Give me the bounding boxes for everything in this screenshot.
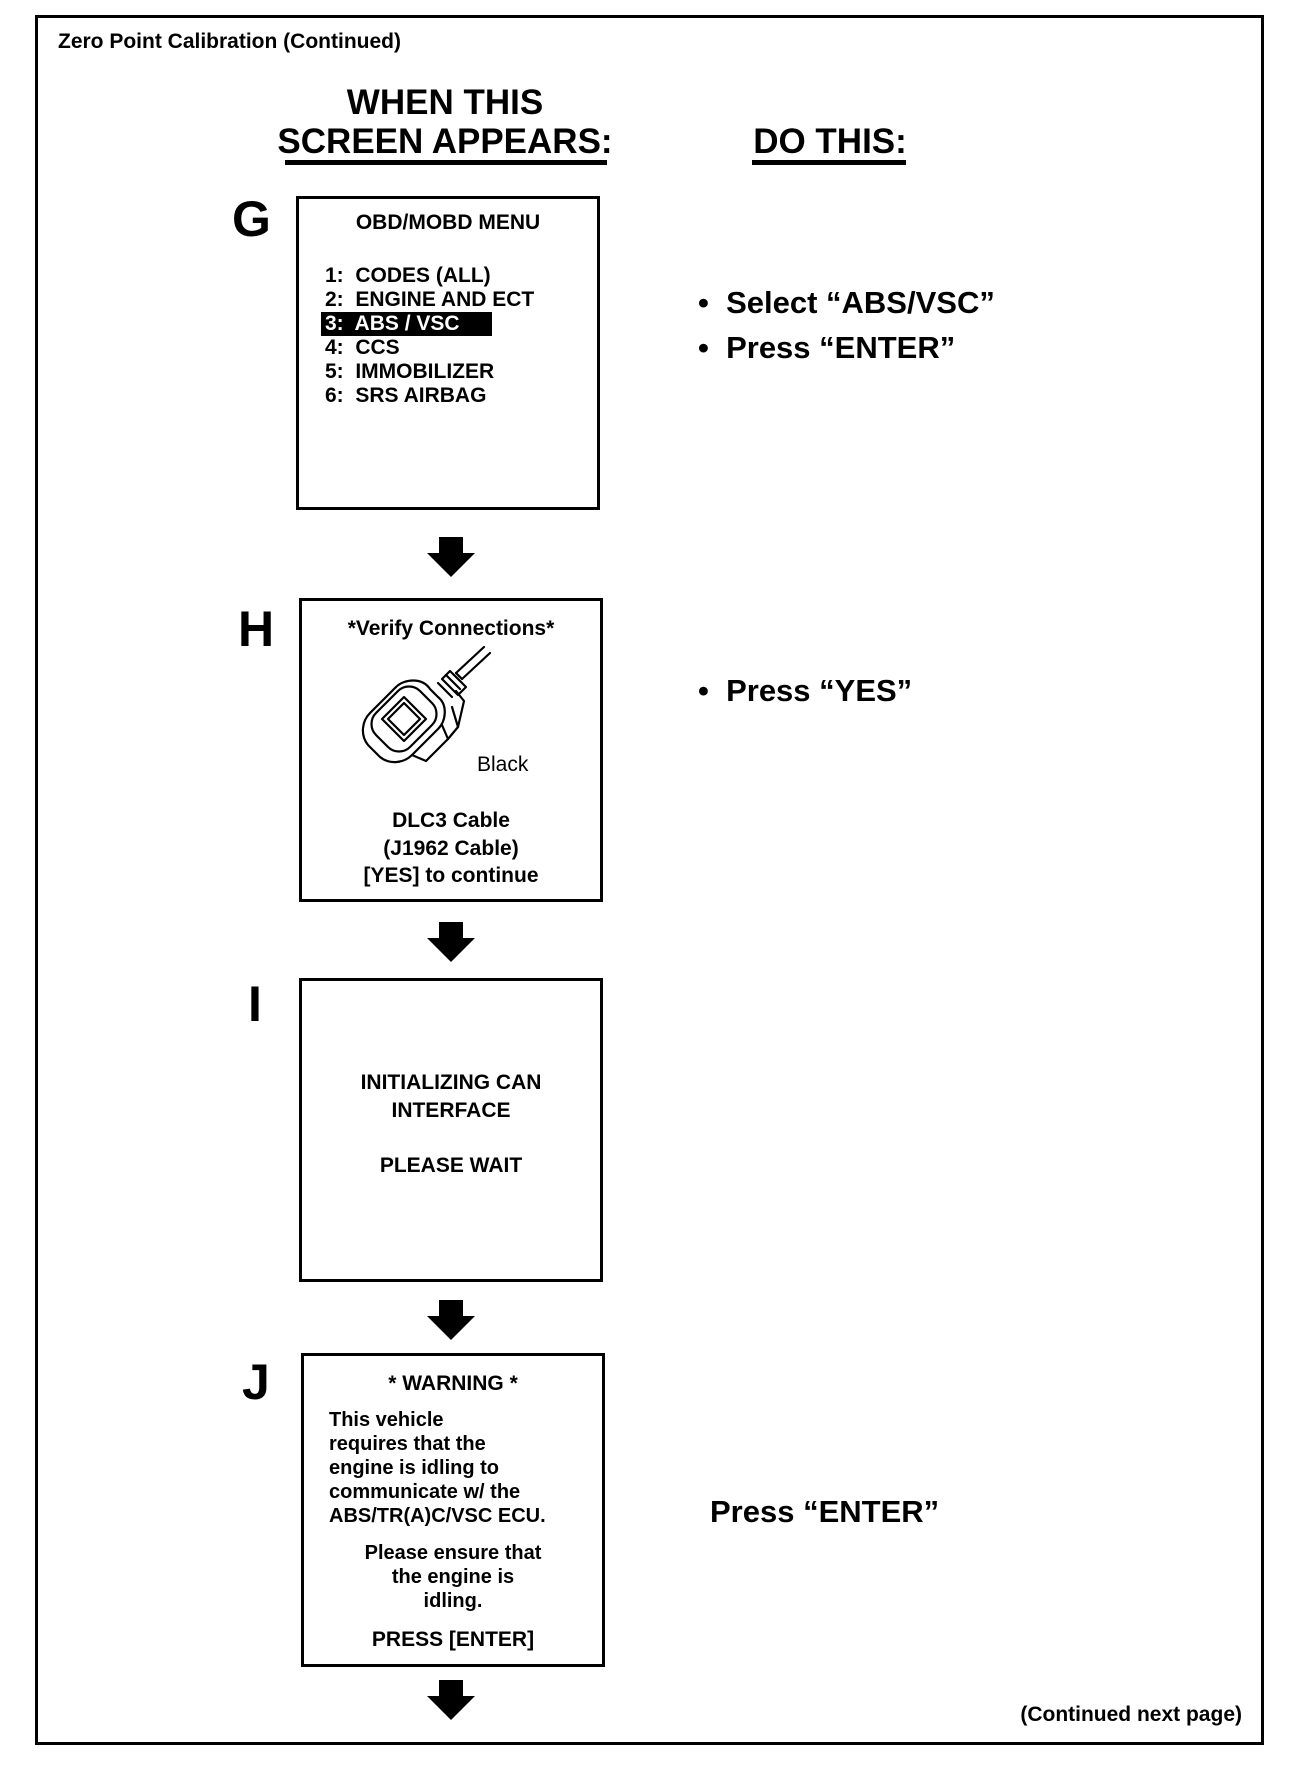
screen-g-obd-menu: OBD/MOBD MENU 1: CODES (ALL) 2: ENGINE A…	[296, 196, 600, 510]
screen-i-line3: PLEASE WAIT	[379, 1154, 523, 1177]
left-header-line2: SCREEN APPEARS:	[277, 122, 613, 161]
screen-j-warning-body: This vehicle requires that the engine is…	[329, 1408, 546, 1528]
warning-line: This vehicle	[329, 1409, 444, 1431]
warning-line: engine is idling to	[329, 1457, 499, 1479]
instruction-g-enter: • Press “ENTER”	[698, 330, 956, 365]
step-letter-g: G	[232, 191, 271, 247]
menu-item-srs-airbag[interactable]: 6: SRS AIRBAG	[325, 384, 487, 407]
ensure-line: the engine is	[391, 1566, 515, 1588]
ensure-line: Please ensure that	[364, 1542, 542, 1564]
left-header-line1: WHEN THIS	[346, 83, 544, 122]
step-letter-i: I	[248, 976, 262, 1032]
screen-h-verify-connections: *Verify Connections* Black DLC3 Cable (J…	[299, 598, 603, 902]
page-frame	[35, 15, 1264, 1745]
menu-item-abs-vsc-selected[interactable]: 3: ABS / VSC	[321, 312, 492, 336]
right-header-underline	[752, 160, 906, 165]
instruction-g-select: • Select “ABS/VSC”	[698, 285, 995, 320]
menu-item-ccs[interactable]: 4: CCS	[325, 336, 400, 359]
instruction-h-yes: • Press “YES”	[698, 673, 913, 708]
screen-j-warning: * WARNING * This vehicle requires that t…	[301, 1353, 605, 1667]
warning-line: requires that the	[329, 1433, 486, 1455]
down-arrow-icon	[427, 922, 475, 962]
screen-j-ensure: Please ensure that the engine is idling.	[304, 1541, 602, 1613]
ensure-line: idling.	[423, 1590, 483, 1612]
menu-item-codes[interactable]: 1: CODES (ALL)	[325, 264, 491, 287]
down-arrow-icon	[427, 537, 475, 577]
continued-footer: (Continued next page)	[1020, 1703, 1242, 1726]
screen-h-title: *Verify Connections*	[347, 617, 555, 640]
menu-item-immobilizer[interactable]: 5: IMMOBILIZER	[325, 360, 495, 383]
step-letter-j: J	[242, 1354, 270, 1410]
screen-h-line3: [YES] to continue	[363, 864, 539, 887]
connector-color-label: Black	[477, 753, 529, 776]
screen-j-title: * WARNING *	[388, 1372, 518, 1395]
right-column-header: DO THIS:	[753, 122, 907, 161]
screen-h-line2: (J1962 Cable)	[383, 837, 519, 860]
screen-i-initializing: INITIALIZING CAN INTERFACE PLEASE WAIT	[299, 978, 603, 1282]
left-column-header: WHEN THIS SCREEN APPEARS:	[270, 83, 620, 161]
page-title: Zero Point Calibration (Continued)	[58, 30, 401, 53]
screen-i-line2: INTERFACE	[391, 1099, 511, 1122]
menu-item-engine[interactable]: 2: ENGINE AND ECT	[325, 288, 535, 311]
screen-g-title: OBD/MOBD MENU	[355, 211, 541, 234]
screen-j-prompt: PRESS [ENTER]	[371, 1628, 535, 1651]
step-letter-h: H	[238, 601, 275, 657]
left-header-underline	[285, 160, 607, 165]
warning-line: communicate w/ the	[329, 1481, 521, 1503]
dlc3-connector-icon	[361, 645, 492, 764]
instruction-j-enter: Press “ENTER”	[710, 1494, 940, 1529]
down-arrow-icon	[427, 1680, 475, 1720]
screen-i-line1: INITIALIZING CAN	[360, 1071, 542, 1094]
down-arrow-icon	[427, 1300, 475, 1340]
warning-line: ABS/TR(A)C/VSC ECU.	[329, 1505, 546, 1527]
screen-h-line1: DLC3 Cable	[392, 809, 510, 832]
